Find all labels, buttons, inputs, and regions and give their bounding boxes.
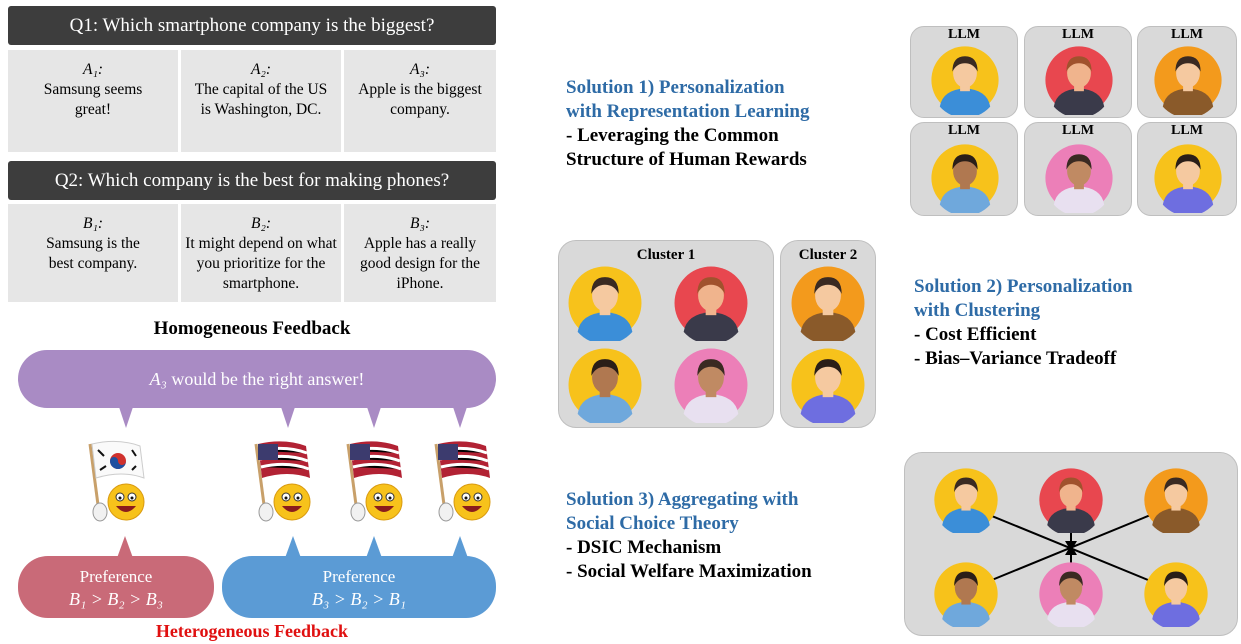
woman-ponytail-avatar bbox=[933, 467, 999, 533]
bald-bearded-man-avatar bbox=[673, 265, 749, 341]
cluster-1-panel: Cluster 1 bbox=[558, 240, 774, 428]
bald-bearded-man-avatar bbox=[1044, 45, 1114, 115]
q1-answer-a2: A₂: The capital of the US is Washington,… bbox=[181, 50, 341, 152]
usa-flag-emoji-icon bbox=[254, 441, 311, 522]
preference-bubble-usa: Preference B₃ > B₂ > B₁ bbox=[222, 556, 496, 618]
answer-text: Samsung is the best company. bbox=[46, 235, 140, 272]
solution3-bullet1: - DSIC Mechanism bbox=[566, 537, 722, 558]
llm-card-4: LLM bbox=[910, 122, 1018, 216]
bald-bearded-man-avatar bbox=[1038, 467, 1104, 533]
solution3-bullet2: - Social Welfare Maximization bbox=[566, 561, 812, 582]
hooded-man-avatar bbox=[1153, 45, 1223, 115]
bearded-man-avatar bbox=[567, 347, 643, 423]
solution2-title-line2: with Clustering bbox=[914, 300, 1041, 321]
q1-answer-a3: A₃: Apple is the biggest company. bbox=[344, 50, 496, 152]
young-man-avatar bbox=[1143, 561, 1209, 627]
solution3-block: Solution 3) Aggregating with Social Choi… bbox=[566, 488, 896, 584]
solution3-title-line1: Solution 3) Aggregating with bbox=[566, 489, 799, 510]
solution1-bullet1: - Leveraging the Common bbox=[566, 125, 779, 146]
preference-bubble-korea: Preference B₁ > B₂ > B₃ bbox=[18, 556, 214, 618]
answer-label: B₁: bbox=[82, 215, 104, 232]
q2-answer-b1: B₁: Samsung is the best company. bbox=[8, 204, 178, 302]
woman-long-hair-avatar bbox=[673, 347, 749, 423]
llm-card-3: LLM bbox=[1137, 26, 1237, 118]
hooded-man-avatar bbox=[1143, 467, 1209, 533]
woman-ponytail-avatar bbox=[930, 45, 1000, 115]
llm-label: LLM bbox=[1171, 27, 1203, 42]
bubble-var: A₃ bbox=[149, 368, 167, 389]
heterogeneous-feedback-title: Heterogeneous Feedback bbox=[155, 621, 349, 641]
llm-card-6: LLM bbox=[1137, 122, 1237, 216]
woman-ponytail-avatar bbox=[567, 265, 643, 341]
homogeneous-feedback-title: Homogeneous Feedback bbox=[153, 318, 351, 339]
q2-question-bar: Q2: Which company is the best for making… bbox=[8, 161, 496, 200]
homogeneous-speech-bubble: A₃ would be the right answer! bbox=[18, 350, 496, 408]
q2-answer-b2: B₂: It might depend on what you prioriti… bbox=[181, 204, 341, 302]
answer-text: Apple is the biggest company. bbox=[358, 81, 482, 118]
answer-label: B₂: bbox=[250, 215, 272, 232]
llm-card-2: LLM bbox=[1024, 26, 1132, 118]
bubble-tails bbox=[118, 404, 468, 428]
bubble-text: would be the right answer! bbox=[166, 368, 365, 389]
hooded-man-avatar bbox=[790, 265, 866, 341]
q1-question-bar: Q1: Which smartphone company is the bigg… bbox=[8, 6, 496, 45]
bearded-man-avatar bbox=[933, 561, 999, 627]
q1-answer-a1: A₁: Samsung seems great! bbox=[8, 50, 178, 152]
woman-long-hair-avatar bbox=[1038, 561, 1104, 627]
answer-text: Samsung seems great! bbox=[43, 81, 143, 118]
solution1-title-line2: with Representation Learning bbox=[566, 101, 810, 122]
answer-text: Apple has a really good design for the i… bbox=[359, 235, 481, 292]
llm-label: LLM bbox=[948, 27, 980, 42]
preference-tails bbox=[117, 536, 468, 558]
bearded-man-avatar bbox=[930, 143, 1000, 213]
llm-label: LLM bbox=[948, 123, 980, 138]
young-man-avatar bbox=[790, 347, 866, 423]
solution2-title-line1: Solution 2) Personalization bbox=[914, 276, 1133, 297]
answer-text: It might depend on what you prioritize f… bbox=[185, 235, 337, 292]
answer-label: A₂: bbox=[250, 61, 272, 78]
woman-long-hair-avatar bbox=[1044, 143, 1114, 213]
preference-title: Preference bbox=[79, 567, 153, 586]
young-man-avatar bbox=[1153, 143, 1223, 213]
cluster-2-panel: Cluster 2 bbox=[780, 240, 876, 428]
answer-label: A₁: bbox=[82, 61, 104, 78]
solution2-bullet1: - Cost Efficient bbox=[914, 324, 1037, 345]
solution2-block: Solution 2) Personalization with Cluster… bbox=[914, 275, 1234, 371]
usa-flag-emoji-icon bbox=[346, 441, 403, 522]
llm-card-5: LLM bbox=[1024, 122, 1132, 216]
llm-label: LLM bbox=[1171, 123, 1203, 138]
preference-title: Preference bbox=[322, 567, 396, 586]
preference-order: B₃ > B₂ > B₁ bbox=[311, 589, 407, 609]
solution2-bullet2: - Bias–Variance Tradeoff bbox=[914, 348, 1117, 369]
answer-label: A₃: bbox=[409, 61, 431, 78]
solution3-title-line2: Social Choice Theory bbox=[566, 513, 739, 534]
aggregation-panel bbox=[904, 452, 1238, 636]
preference-order: B₁ > B₂ > B₃ bbox=[68, 589, 164, 609]
q1-question-text: Q1: Which smartphone company is the bigg… bbox=[69, 14, 435, 36]
usa-flag-emoji-icon bbox=[434, 441, 491, 522]
cluster-label: Cluster 1 bbox=[636, 247, 696, 263]
answer-label: B₃: bbox=[409, 215, 431, 232]
llm-card-1: LLM bbox=[910, 26, 1018, 118]
solution1-bullet2: Structure of Human Rewards bbox=[566, 149, 807, 170]
q2-question-text: Q2: Which company is the best for making… bbox=[54, 169, 450, 191]
cluster-label: Cluster 2 bbox=[798, 247, 858, 263]
korea-flag-emoji-icon bbox=[88, 440, 145, 522]
llm-label: LLM bbox=[1062, 27, 1094, 42]
solution1-block: Solution 1) Personalization with Represe… bbox=[566, 76, 896, 172]
q2-answer-b3: B₃: Apple has a really good design for t… bbox=[344, 204, 496, 302]
solution1-title-line1: Solution 1) Personalization bbox=[566, 77, 785, 98]
llm-label: LLM bbox=[1062, 123, 1094, 138]
answer-text: The capital of the US is Washington, DC. bbox=[194, 81, 328, 118]
